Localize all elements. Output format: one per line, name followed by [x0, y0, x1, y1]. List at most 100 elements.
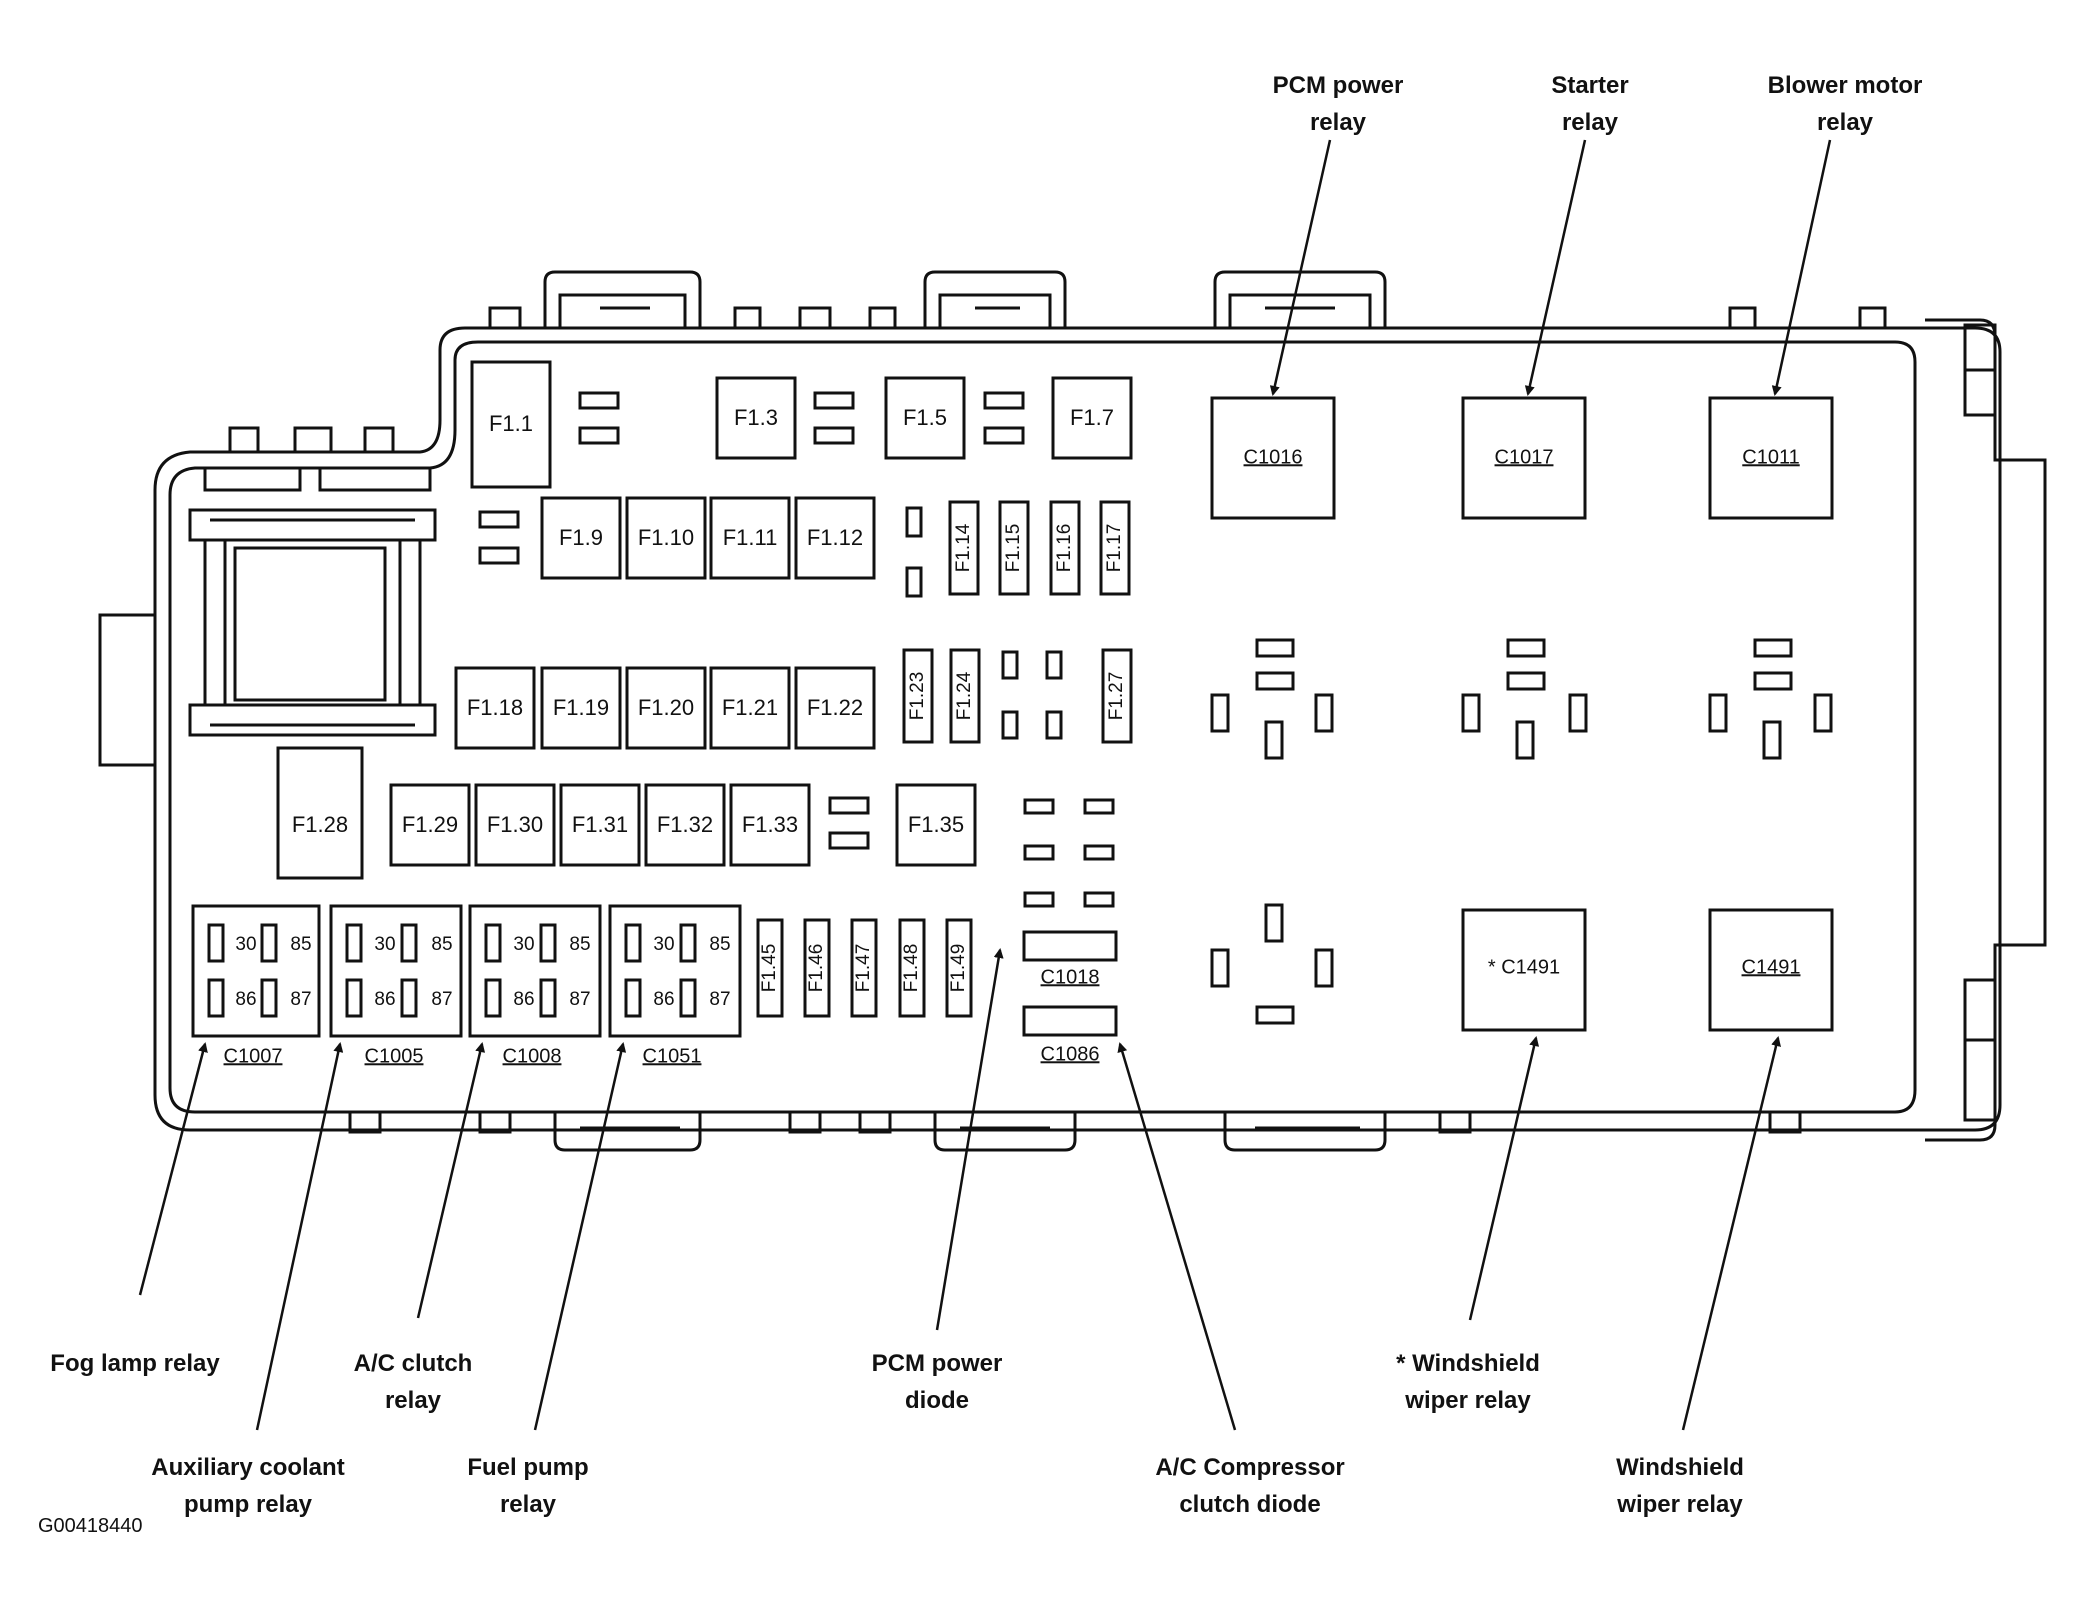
- fuse-f1-17: [1099, 500, 1131, 596]
- fuse-f1-33: [729, 783, 811, 867]
- terminal-pattern-1: [1210, 638, 1334, 760]
- fuse-f1-9-label: F1.9: [559, 525, 603, 550]
- relay-c1008-label: C1008: [503, 1045, 562, 1067]
- label-fuel-pump-1: Fuel pump: [467, 1454, 588, 1481]
- relay-c1017-label: C1017: [1495, 446, 1554, 468]
- label-ac-compressor-2: clutch diode: [1179, 1491, 1320, 1518]
- fuse-f1-23-label: F1.23: [907, 672, 928, 721]
- fuse-f1-49-label: F1.49: [948, 944, 969, 993]
- fuse-f1-27-label: F1.27: [1106, 672, 1127, 721]
- diode-c1086: [1022, 1005, 1118, 1037]
- fuse-f1-30: [474, 783, 556, 867]
- fuse-layout: F1.1 F1.3 F1.5 F1.7 F1.9 F1.10 F1.11 F1.…: [276, 360, 1133, 1018]
- label-aux-coolant-1: Auxiliary coolant: [151, 1454, 344, 1481]
- terminal-pattern-4: [1210, 903, 1334, 1025]
- relay-c1005: 30 85 86 87 C1005: [329, 904, 463, 1067]
- fuse-f1-29: [389, 783, 471, 867]
- fuse-f1-22: [794, 666, 876, 750]
- terminal-pattern-2: [1461, 638, 1588, 760]
- leader-windshield-wiper-relay-star: [1468, 1036, 1540, 1321]
- label-blower-motor-relay-2: relay: [1817, 109, 1874, 136]
- fuse-f1-23: [902, 648, 934, 744]
- mini-relays: 30 85 86 87 C1007 30 85 86 87 C1005 30 8…: [191, 904, 742, 1067]
- label-starter-relay-1: Starter: [1551, 72, 1628, 99]
- label-starter-relay-2: relay: [1562, 109, 1619, 136]
- fuse-f1-19-label: F1.19: [553, 695, 609, 720]
- pin-85: 85: [431, 934, 452, 955]
- label-wiper-relay-star-2: wiper relay: [1404, 1387, 1531, 1414]
- relay-c1051-label: C1051: [643, 1045, 702, 1067]
- fuse-f1-28-label: F1.28: [292, 812, 348, 837]
- leader-pcm-power-relay: [1269, 139, 1332, 396]
- fuse-f1-32: [644, 783, 726, 867]
- fuse-f1-20: [625, 666, 707, 750]
- fuse-f1-45-label: F1.45: [759, 944, 780, 993]
- fuse-f1-27: [1101, 648, 1133, 744]
- fuse-f1-19: [540, 666, 622, 750]
- fuse-f1-3: [715, 376, 797, 460]
- fuse-f1-18: [454, 666, 536, 750]
- relay-c1007: 30 85 86 87 C1007: [191, 904, 321, 1067]
- fuse-f1-24: [949, 648, 981, 744]
- relay-c1008: 30 85 86 87 C1008: [468, 904, 602, 1067]
- pin-87: 87: [431, 989, 452, 1010]
- diode-c1086-label: C1086: [1041, 1043, 1100, 1065]
- fuse-f1-15-label: F1.15: [1003, 524, 1024, 573]
- fuse-f1-10: [625, 496, 707, 580]
- relay-c1491-label: C1491: [1742, 956, 1801, 978]
- fuse-f1-18-label: F1.18: [467, 695, 523, 720]
- relay-c1491: [1708, 908, 1834, 1032]
- leader-starter-relay: [1524, 139, 1587, 396]
- pin-87: 87: [290, 989, 311, 1010]
- leader-fog-lamp-relay: [138, 1042, 208, 1296]
- pin-86: 86: [235, 989, 256, 1010]
- label-wiper-relay-2: wiper relay: [1616, 1491, 1743, 1518]
- fuse-f1-11-label: F1.11: [723, 525, 778, 550]
- label-wiper-relay-star-1: * Windshield: [1396, 1350, 1540, 1377]
- relay-c1491-star-label: * C1491: [1488, 956, 1560, 978]
- fuse-f1-33-label: F1.33: [742, 812, 798, 837]
- fuse-f1-16-label: F1.16: [1054, 524, 1075, 573]
- fuse-box-housing: [98, 270, 2047, 1152]
- fuse-f1-9: [540, 496, 622, 580]
- fuse-f1-45: [756, 918, 784, 1018]
- label-fuel-pump-2: relay: [500, 1491, 557, 1518]
- callout-labels: PCM power relay Starter relay Blower mot…: [38, 72, 1922, 1537]
- relay-sockets: C1016 C1017 C1011 * C1491 C1491: [1022, 396, 1834, 1065]
- fuse-f1-32-label: F1.32: [657, 812, 713, 837]
- fuse-f1-28: [276, 746, 364, 880]
- leader-windshield-wiper-relay: [1681, 1036, 1781, 1431]
- relay-c1011-label: C1011: [1742, 446, 1799, 468]
- fuse-f1-31: [559, 783, 641, 867]
- label-pcm-power-relay-1: PCM power: [1273, 72, 1404, 99]
- fuse-f1-35: [895, 783, 977, 867]
- pin-30: 30: [653, 934, 674, 955]
- fuse-f1-3-label: F1.3: [734, 405, 778, 430]
- fuse-f1-48: [898, 918, 926, 1018]
- fuse-f1-5-label: F1.5: [903, 405, 947, 430]
- fuse-f1-1-label: F1.1: [489, 411, 533, 436]
- diode-c1018: [1022, 930, 1118, 962]
- fuse-f1-30-label: F1.30: [487, 812, 543, 837]
- relay-c1016: [1210, 396, 1336, 520]
- leader-pcm-power-diode: [935, 948, 1004, 1331]
- fuse-f1-47: [850, 918, 878, 1018]
- figure-id: G00418440: [38, 1515, 143, 1537]
- relay-c1017: [1461, 396, 1587, 520]
- fuse-f1-15: [998, 500, 1030, 596]
- leader-ac-clutch-relay: [416, 1042, 486, 1319]
- relay-c1491-star: [1461, 908, 1587, 1032]
- label-blower-motor-relay-1: Blower motor: [1768, 72, 1923, 99]
- fuse-f1-11: [709, 496, 791, 580]
- label-ac-compressor-1: A/C Compressor: [1155, 1454, 1344, 1481]
- pin-85: 85: [709, 934, 730, 955]
- fuse-f1-29-label: F1.29: [402, 812, 458, 837]
- fuse-f1-12-label: F1.12: [807, 525, 863, 550]
- fuse-f1-22-label: F1.22: [807, 695, 863, 720]
- label-ac-clutch-2: relay: [385, 1387, 442, 1414]
- fuse-f1-35-label: F1.35: [908, 812, 964, 837]
- label-ac-clutch-1: A/C clutch: [354, 1350, 473, 1377]
- relay-c1051: 30 85 86 87 C1051: [608, 904, 742, 1067]
- fuse-f1-31-label: F1.31: [572, 812, 628, 837]
